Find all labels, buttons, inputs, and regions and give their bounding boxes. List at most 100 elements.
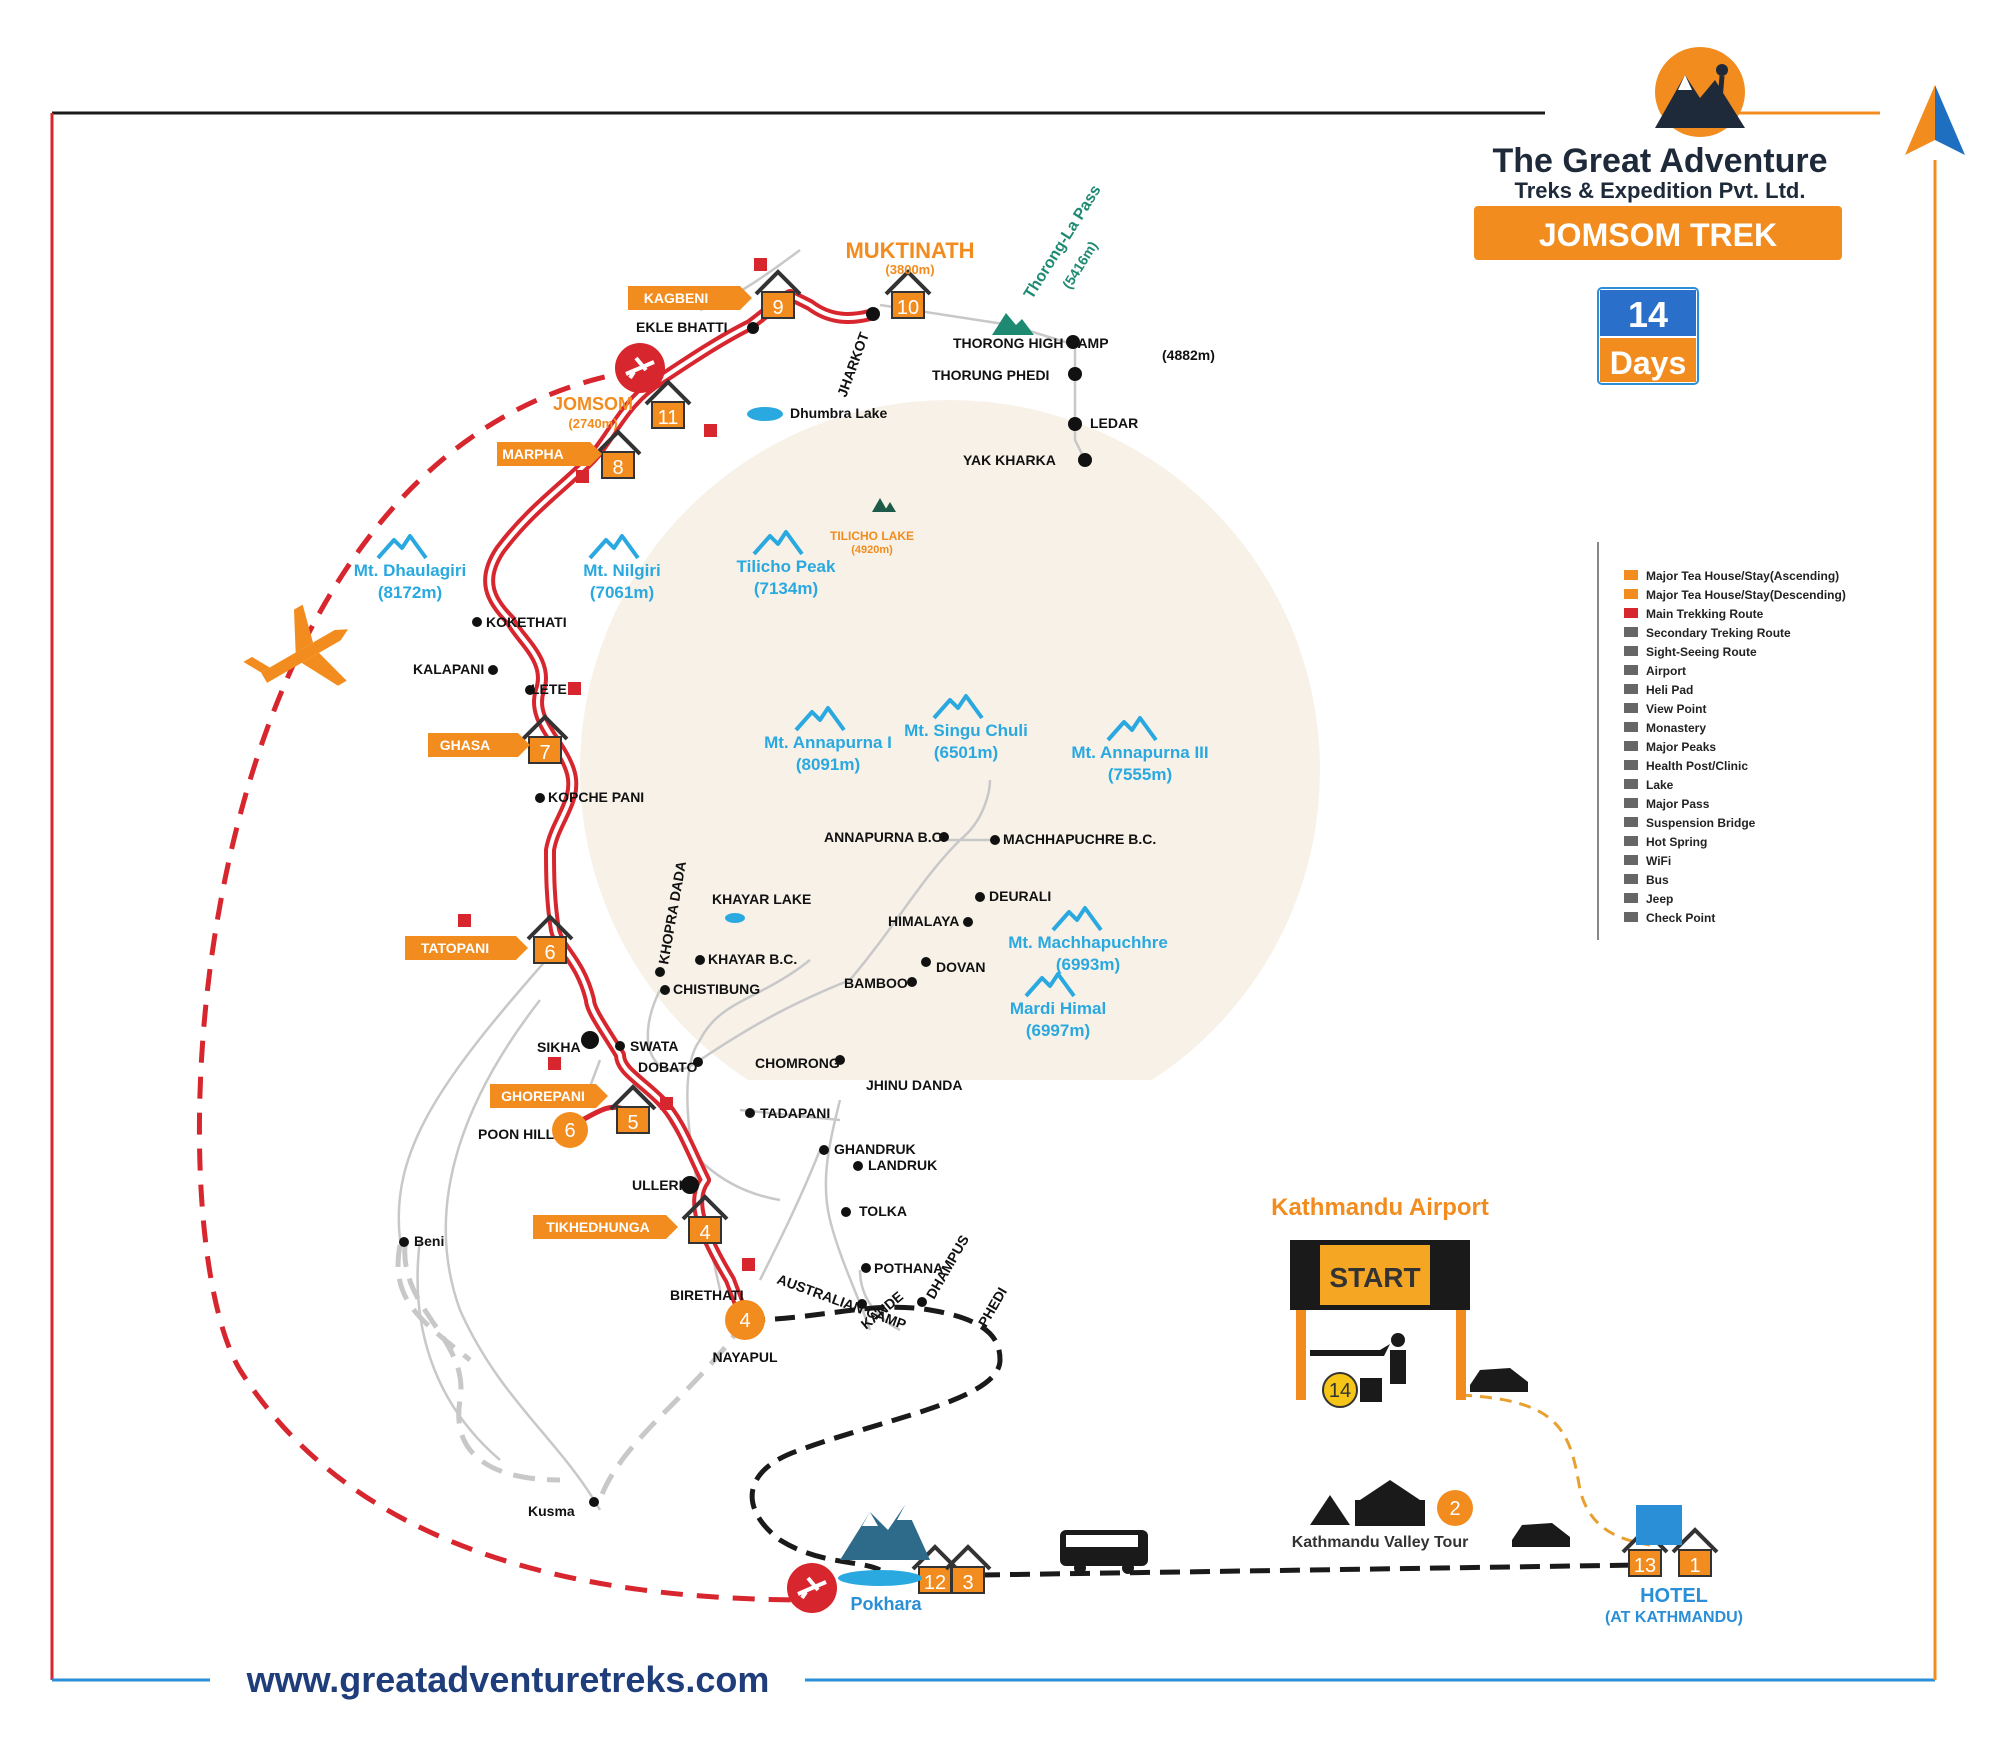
svg-text:GHASA: GHASA (440, 737, 491, 753)
label-chistibung: CHISTIBUNG (673, 981, 760, 997)
sightseeing-route (1459, 1393, 1651, 1547)
legend-label: Hot Spring (1646, 835, 1707, 849)
lake-icon (1624, 779, 1638, 789)
airport-icon (1624, 665, 1638, 675)
tag-tatopani: TATOPANI (405, 936, 528, 960)
stop-hotel-house-a: 13 (1621, 1528, 1669, 1578)
house-icon (1624, 570, 1638, 580)
label-pothana: POTHANA (874, 1260, 943, 1276)
brand-name: The Great Adventure (1492, 142, 1827, 180)
svg-text:(6501m): (6501m) (934, 743, 998, 762)
peak-nilgiri: Mt. Nilgiri(7061m) (583, 534, 661, 602)
svg-text:TATOPANI: TATOPANI (421, 940, 489, 956)
days-badge: 14 Days (1597, 287, 1699, 385)
legend-items: Major Tea House/Stay(Ascending)Major Tea… (1624, 569, 1846, 925)
label-deurali: DEURALI (989, 888, 1051, 904)
label-annapurna-bc: ANNAPURNA B.C. (824, 829, 946, 845)
label-himalaya: HIMALAYA (888, 913, 959, 929)
legend-label: Secondary Treking Route (1646, 626, 1791, 640)
jeep-icon (1624, 893, 1638, 903)
svg-text:9: 9 (772, 297, 783, 319)
north-arrow-icon (1905, 85, 1965, 155)
muktinath-label: MUKTINATH (845, 238, 974, 263)
house-icon (1624, 589, 1638, 599)
muktinath-elev: (3800m) (885, 262, 934, 277)
health-post-icon (1624, 760, 1638, 770)
svg-text:TILICHO LAKE: TILICHO LAKE (830, 529, 914, 543)
label-ghandruk: GHANDRUK (834, 1141, 916, 1157)
label-ekle-bhatti: EKLE BHATTI (636, 319, 728, 335)
tag-marpha: MARPHA (497, 442, 602, 466)
label-kokethati: KOKETHATI (486, 614, 567, 630)
hot-spring-icon (1624, 836, 1638, 846)
road-trails (395, 1244, 748, 1501)
svg-text:14: 14 (1329, 1380, 1351, 1402)
viewpoint-icon (1624, 703, 1638, 713)
label-jhinu-danda: JHINU DANDA (866, 1077, 962, 1093)
kathmandu-airport-label: Kathmandu Airport (1271, 1194, 1489, 1221)
hotel-sub-label: (AT KATHMANDU) (1605, 1609, 1743, 1626)
pass-icon (1624, 798, 1638, 808)
bridge-icon (1624, 817, 1638, 827)
label-kalapani: KALAPANI (413, 661, 484, 677)
peak-icon (1624, 741, 1638, 751)
bus-icon (1060, 1530, 1148, 1574)
label-khayar-bc: KHAYAR B.C. (708, 951, 797, 967)
drive-route (744, 1304, 1641, 1578)
label-thorong-high-camp: THORONG HIGH CAMP (953, 335, 1109, 351)
svg-text:KHAYAR LAKE: KHAYAR LAKE (712, 891, 811, 907)
legend-label: Heli Pad (1646, 683, 1693, 697)
svg-text:(8091m): (8091m) (796, 755, 860, 774)
car-icon (1470, 1368, 1570, 1547)
label-chomrong: CHOMRONG (755, 1055, 840, 1071)
map-frame (50, 111, 1937, 1682)
peak-annapurna3: Mt. Annapurna III (7555m) (1071, 716, 1209, 784)
svg-text:Mardi Himal: Mardi Himal (1010, 999, 1106, 1018)
legend-label: Health Post/Clinic (1646, 759, 1748, 773)
svg-text:Mt. Singu Chuli: Mt. Singu Chuli (904, 721, 1028, 740)
pokhara-label: Pokhara (850, 1594, 922, 1614)
svg-text:Tilicho Peak: Tilicho Peak (737, 557, 836, 576)
pass-icon (992, 313, 1034, 335)
label-dobato: DOBATO (638, 1059, 697, 1075)
svg-text:MARPHA: MARPHA (502, 446, 563, 462)
svg-text:Mt. Annapurna III: Mt. Annapurna III (1071, 743, 1208, 762)
svg-text:6: 6 (564, 1120, 575, 1142)
legend-label: Major Peaks (1646, 740, 1716, 754)
label-lete: LETE (531, 681, 567, 697)
legend-label: View Point (1646, 702, 1706, 716)
legend-label: Major Tea House/Stay(Ascending) (1646, 569, 1839, 583)
peak-machhapuchhre: Mt. Machhapuchhre(6993m) (1008, 906, 1168, 974)
helipad-icon (1624, 684, 1638, 694)
svg-text:4: 4 (699, 1222, 710, 1244)
traveller-icon (1310, 1333, 1406, 1402)
label-birethati: BIRETHATI (670, 1287, 744, 1303)
label-machhapuchre-bc: MACHHAPUCHRE B.C. (1003, 831, 1156, 847)
label-kopche-pani: KOPCHE PANI (548, 789, 644, 805)
legend: Major Tea House/Stay(Ascending)Major Tea… (1597, 542, 1846, 940)
stop-poonhill-circle: 6 (552, 1112, 588, 1148)
website-link[interactable]: www.greatadventuretreks.com (246, 1659, 770, 1700)
stop-pokhara-house-a: 12 (911, 1545, 959, 1595)
svg-text:10: 10 (897, 297, 919, 319)
label-tadapani: TADAPANI (760, 1105, 830, 1121)
stop-valley-circle: 2 (1437, 1490, 1473, 1526)
svg-text:Mt. Nilgiri: Mt. Nilgiri (583, 561, 660, 580)
trek-title-banner (1474, 206, 1842, 260)
legend-label: Airport (1646, 664, 1686, 678)
svg-text:5: 5 (627, 1112, 638, 1134)
label-yak-kharka: YAK KHARKA (963, 452, 1056, 468)
label-sikha: SIKHA (537, 1039, 581, 1055)
legend-label: WiFi (1646, 854, 1671, 868)
checkpoint-icon (1624, 912, 1638, 922)
svg-text:(6997m): (6997m) (1026, 1021, 1090, 1040)
jomsom-label: JOMSOM (553, 394, 633, 414)
svg-text:(7555m): (7555m) (1108, 765, 1172, 784)
main-route-icon (1624, 608, 1638, 618)
pokhara-airport-icon (787, 1563, 837, 1613)
label-thorung-phedi: THORUNG PHEDI (932, 367, 1049, 383)
dhumbra-lake: Dhumbra Lake (747, 405, 887, 421)
svg-text:6: 6 (544, 942, 555, 964)
waypoint-dots (399, 307, 1092, 1507)
